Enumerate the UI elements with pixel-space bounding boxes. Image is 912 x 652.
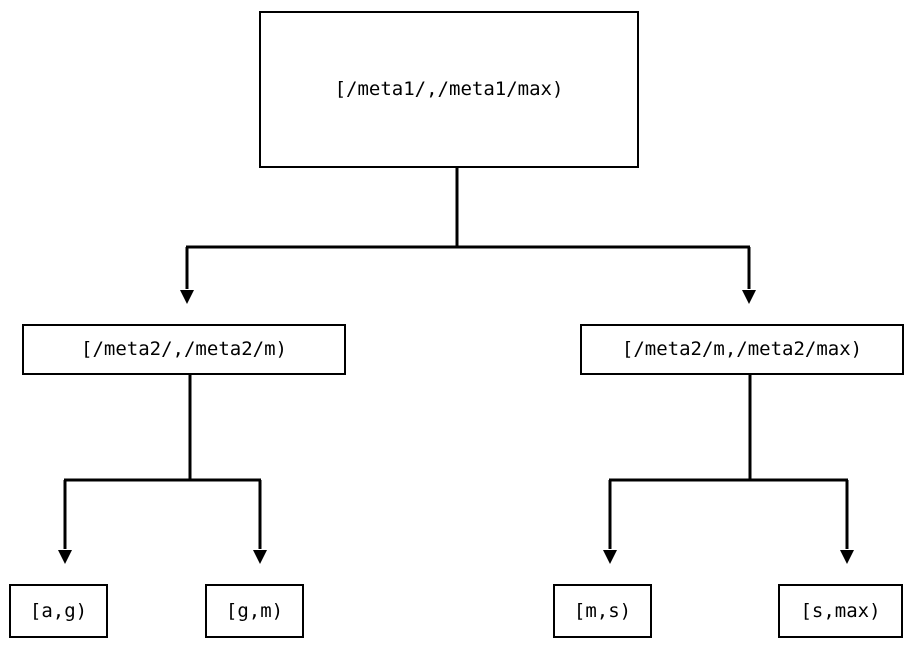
node-leaf-g-m-label: [g,m) <box>225 599 284 622</box>
node-mid-right[interactable]: [/meta2/m,/meta2/max) <box>580 324 904 375</box>
node-leaf-s-max-label: [s,max) <box>800 599 881 622</box>
node-leaf-m-s-label: [m,s) <box>573 599 632 622</box>
node-leaf-m-s[interactable]: [m,s) <box>553 584 652 638</box>
node-root[interactable]: [/meta1/,/meta1/max) <box>259 11 639 168</box>
node-leaf-a-g[interactable]: [a,g) <box>9 584 108 638</box>
arrowhead-icon-mid-left <box>180 290 194 304</box>
node-leaf-g-m[interactable]: [g,m) <box>205 584 304 638</box>
node-mid-right-label: [/meta2/m,/meta2/max) <box>621 338 863 360</box>
node-leaf-s-max[interactable]: [s,max) <box>778 584 903 638</box>
node-leaf-a-g-label: [a,g) <box>29 599 88 622</box>
arrowhead-icon-mid-right <box>742 290 756 304</box>
arrowhead-icon-leaf-2 <box>253 550 267 564</box>
node-mid-left-label: [/meta2/,/meta2/m) <box>81 338 287 360</box>
arrowhead-icon-leaf-4 <box>840 550 854 564</box>
arrowhead-icon-leaf-3 <box>603 550 617 564</box>
node-mid-left[interactable]: [/meta2/,/meta2/m) <box>22 324 346 375</box>
node-root-label: [/meta1/,/meta1/max) <box>334 78 564 100</box>
arrowhead-icon-leaf-1 <box>58 550 72 564</box>
